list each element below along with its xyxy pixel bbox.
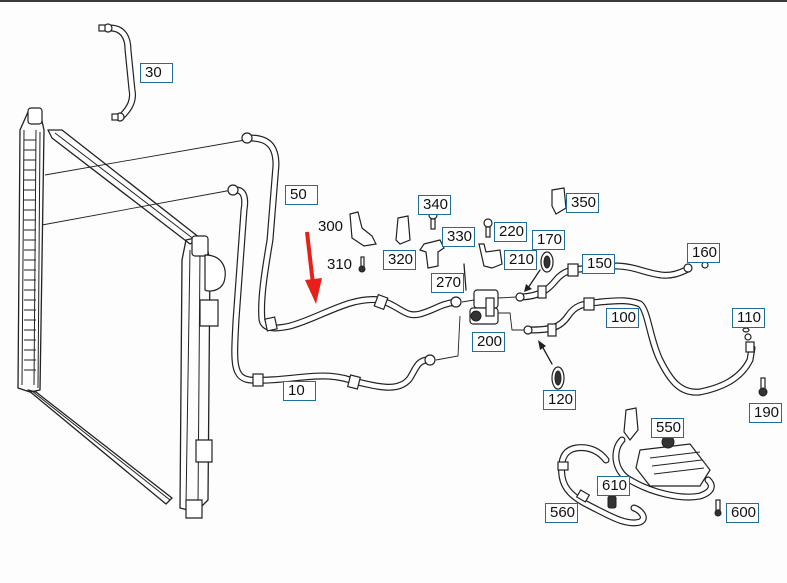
- callout-150[interactable]: 150: [582, 254, 615, 274]
- callout-30[interactable]: 30: [140, 63, 173, 83]
- callout-330[interactable]: 330: [442, 227, 475, 247]
- part-300-bracket[interactable]: [349, 211, 377, 247]
- callout-200[interactable]: 200: [472, 332, 505, 352]
- part-270-seal[interactable]: [463, 263, 467, 291]
- highlight-arrow: [305, 231, 322, 304]
- part-350-clip[interactable]: [551, 187, 567, 215]
- callout-310[interactable]: 310: [327, 256, 353, 273]
- callout-220[interactable]: 220: [494, 222, 527, 242]
- callout-170[interactable]: 170: [532, 230, 565, 250]
- callout-350[interactable]: 350: [566, 193, 599, 213]
- part-310-bolt[interactable]: [358, 256, 366, 273]
- callout-340[interactable]: 340: [418, 195, 451, 215]
- part-340-screw[interactable]: [428, 210, 438, 230]
- part-120-seal-ring[interactable]: [538, 340, 565, 390]
- part-10-hose[interactable]: [227, 184, 461, 391]
- callout-610[interactable]: 610: [597, 476, 630, 496]
- callout-110[interactable]: 110: [732, 308, 765, 328]
- part-210-holder[interactable]: [478, 243, 503, 269]
- callout-160[interactable]: 160: [687, 243, 720, 263]
- part-110-oring[interactable]: [742, 327, 750, 333]
- part-220-screw[interactable]: [483, 218, 493, 238]
- part-100-hose[interactable]: [523, 297, 768, 397]
- part-610-valve[interactable]: [607, 495, 617, 509]
- callout-10[interactable]: 10: [283, 381, 316, 401]
- part-170-seal-ring[interactable]: [524, 251, 554, 292]
- radiator[interactable]: [17, 107, 246, 519]
- callout-550[interactable]: 550: [651, 418, 684, 438]
- part-560-hose[interactable]: [557, 444, 647, 527]
- part-550-accumulator[interactable]: [612, 407, 715, 501]
- callout-50[interactable]: 50: [285, 185, 318, 205]
- part-200-expansion-valve[interactable]: [461, 289, 526, 331]
- callout-270[interactable]: 270: [431, 273, 464, 293]
- window-top-border: [0, 0, 787, 2]
- callout-560[interactable]: 560: [545, 503, 578, 523]
- callout-120[interactable]: 120: [543, 390, 576, 410]
- part-320-clip[interactable]: [395, 215, 411, 245]
- callout-190[interactable]: 190: [749, 403, 782, 423]
- part-330-clip[interactable]: [419, 239, 445, 269]
- part-600-bolt[interactable]: [714, 499, 722, 517]
- callout-300[interactable]: 300: [318, 218, 344, 235]
- part-50-hose[interactable]: [241, 132, 462, 332]
- callout-320[interactable]: 320: [383, 250, 416, 270]
- callout-600[interactable]: 600: [726, 503, 759, 523]
- callout-100[interactable]: 100: [606, 308, 639, 328]
- part-30-hose[interactable]: [98, 23, 136, 122]
- callout-210[interactable]: 210: [504, 250, 537, 270]
